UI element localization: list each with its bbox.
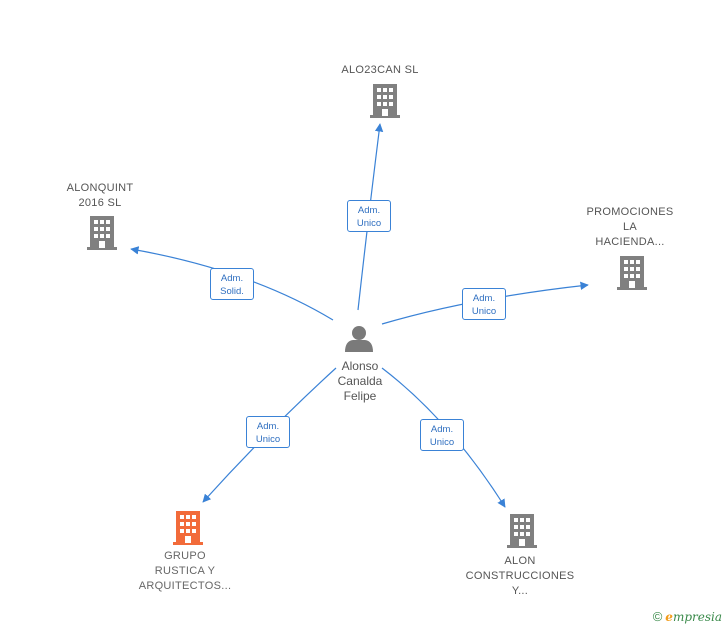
edges xyxy=(130,123,589,508)
relation-badge-alon[interactable]: Adm. Unico xyxy=(420,419,464,451)
footer-brand: © empresia xyxy=(653,609,722,624)
company-label-alo23can[interactable]: ALO23CAN SL xyxy=(341,64,419,76)
building-icon-grupo[interactable] xyxy=(173,511,203,550)
person-label[interactable]: Alonso Canalda Felipe xyxy=(337,359,383,403)
company-label-promociones[interactable]: PROMOCIONES LA HACIENDA... xyxy=(586,206,674,248)
relation-badge-alo23can[interactable]: Adm. Unico xyxy=(347,200,391,232)
brand-logo: empresia xyxy=(665,609,722,624)
company-label-alonquint[interactable]: ALONQUINT 2016 SL xyxy=(66,182,134,209)
relation-badge-alonquint[interactable]: Adm. Solid. xyxy=(210,268,254,300)
building-icon-alonquint[interactable] xyxy=(87,216,117,255)
company-label-grupo[interactable]: GRUPO RUSTICA Y ARQUITECTOS... xyxy=(138,550,232,592)
building-icon-alo23can[interactable] xyxy=(370,84,400,123)
building-icon-promociones[interactable] xyxy=(617,256,647,295)
company-label-alon[interactable]: ALON CONSTRUCCIONES Y... xyxy=(465,555,575,597)
relation-badge-promociones[interactable]: Adm. Unico xyxy=(462,288,506,320)
relation-badge-grupo[interactable]: Adm. Unico xyxy=(246,416,290,448)
copyright-icon: © xyxy=(652,609,663,624)
person-icon[interactable] xyxy=(345,326,373,352)
building-icon-alon[interactable] xyxy=(507,514,537,553)
